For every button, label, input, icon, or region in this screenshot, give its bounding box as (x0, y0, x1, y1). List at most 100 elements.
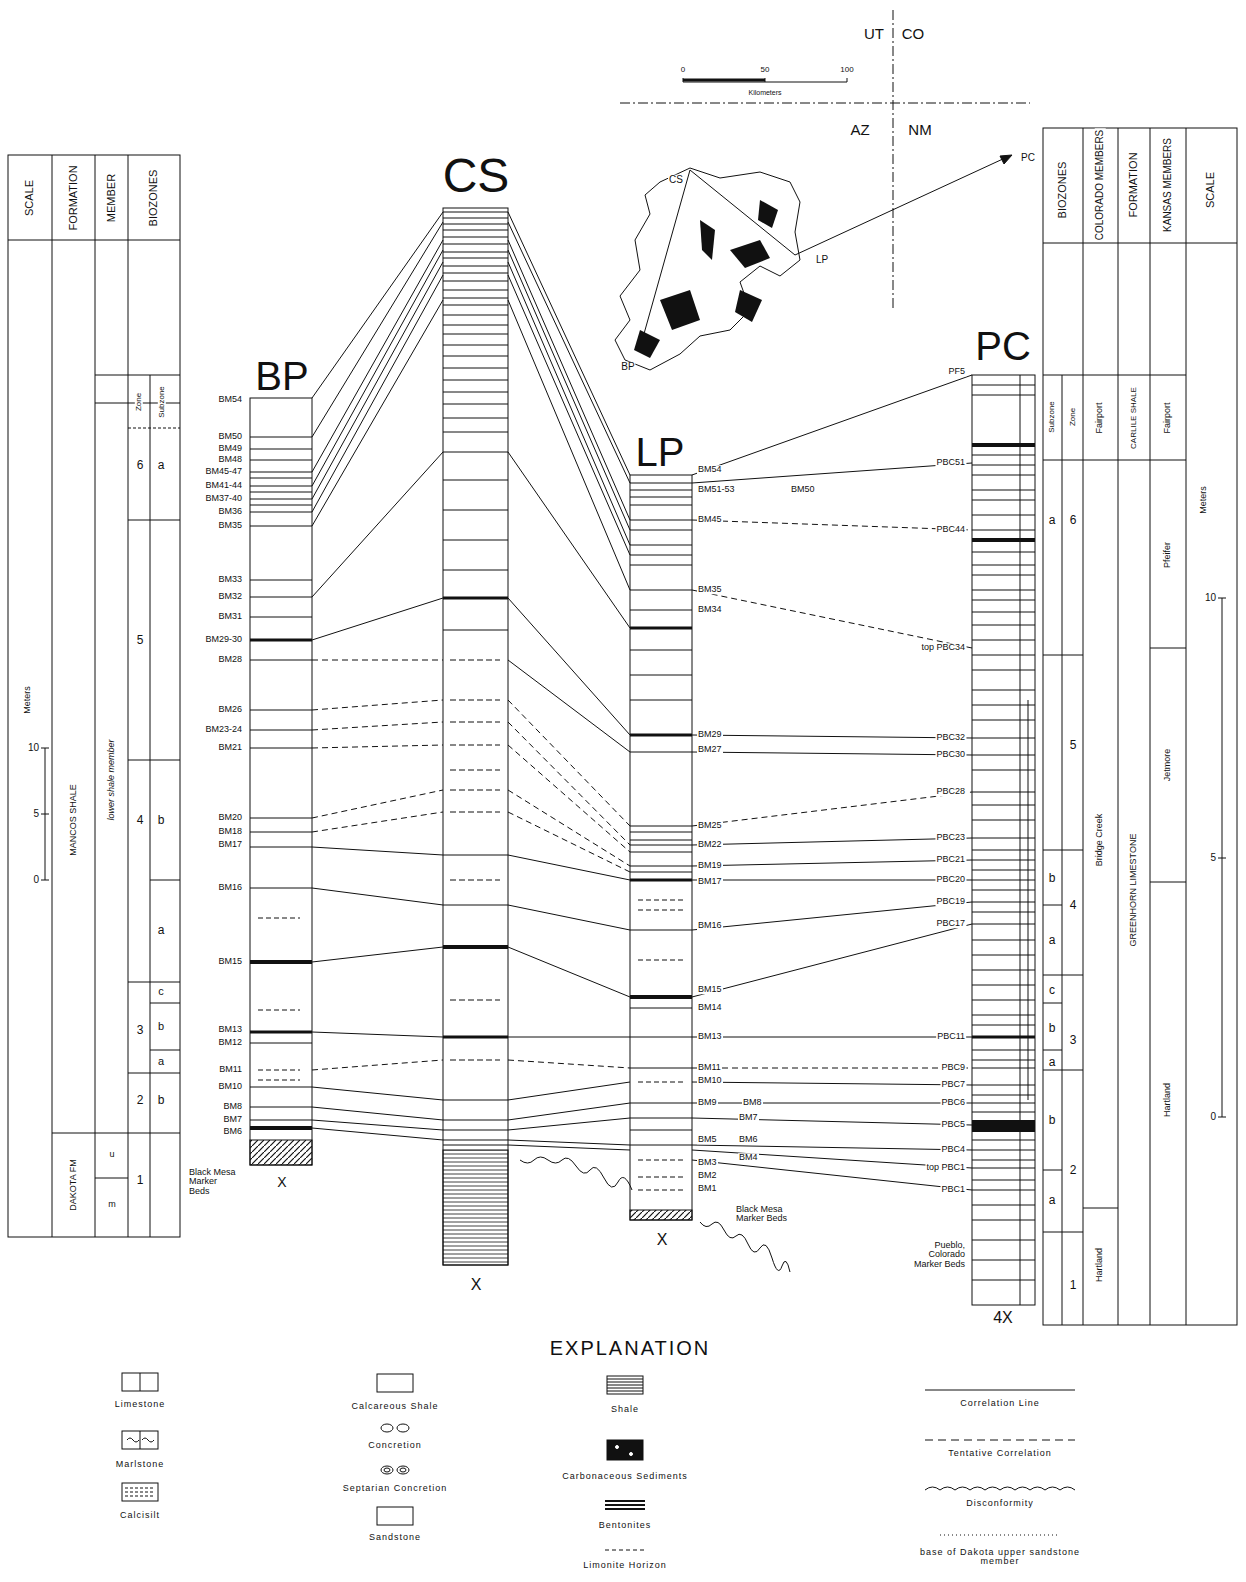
text-label: 0 (32, 875, 40, 886)
text-label: a (1048, 934, 1057, 947)
text-label: AZ (849, 122, 870, 138)
text-label: BM14 (697, 1003, 723, 1012)
text-label: BM18 (217, 827, 243, 836)
legend-text: Septarian Concretion (342, 1484, 449, 1493)
text-label: BM8 (222, 1102, 243, 1111)
text-label: LP (815, 255, 829, 266)
text-label: BM19 (697, 861, 723, 870)
text-label: BM49 (217, 444, 243, 453)
text-label: BM33 (217, 575, 243, 584)
legend-text: Limonite Horizon (582, 1561, 668, 1570)
text-label: BM29-30 (204, 635, 243, 644)
text-label: BM50 (217, 432, 243, 441)
text-label: PBC51 (935, 458, 966, 467)
text-label: PBC17 (935, 919, 966, 928)
legend-text: Limestone (114, 1400, 167, 1409)
text-label: BM7 (738, 1113, 759, 1122)
text-label: CS (442, 151, 511, 201)
text-label: PBC5 (940, 1120, 966, 1129)
text-label: a (1048, 1056, 1057, 1069)
text-label: BM10 (697, 1076, 723, 1085)
text-label: b (157, 1094, 166, 1107)
legend-text: Marlstone (115, 1460, 166, 1469)
text-label: top PBC34 (920, 643, 966, 652)
text-label: a (157, 924, 166, 937)
text-label: 5 (1069, 739, 1078, 752)
text-label: BM36 (217, 507, 243, 516)
text-label: 6 (136, 459, 145, 472)
text-label: BM1 (697, 1184, 718, 1193)
text-label: BM6 (738, 1135, 759, 1144)
text-label: PC (974, 325, 1032, 367)
text-label: BIOZONES (1057, 161, 1069, 220)
text-label: CO (901, 26, 926, 42)
legend-text: Correlation Line (959, 1399, 1041, 1408)
text-label: Meters (23, 685, 32, 715)
text-label: 10 (27, 743, 40, 754)
text-label: BM35 (217, 521, 243, 530)
text-label: 5 (136, 634, 145, 647)
legend-text: Calcareous Shale (350, 1402, 439, 1411)
text-label: BM20 (217, 813, 243, 822)
text-label: PBC20 (935, 875, 966, 884)
text-label: PBC44 (935, 525, 966, 534)
text-label: PBC11 (936, 1032, 966, 1041)
text-label: 5 (1209, 853, 1217, 864)
text-label: X (276, 1175, 287, 1190)
text-label: BIOZONES (148, 169, 160, 228)
text-label: BM54 (217, 395, 243, 404)
legend-text: Sandstone (368, 1533, 422, 1542)
text-label: Jetmore (1163, 748, 1172, 783)
text-label: BM23-24 (204, 725, 243, 734)
legend-text: Carbonaceous Sediments (561, 1472, 689, 1481)
text-label: BM17 (217, 840, 243, 849)
text-label: BM51-53 (697, 485, 736, 494)
text-label: Subzone (1048, 400, 1056, 434)
text-label: PBC19 (935, 897, 966, 906)
text-label: 2 (1069, 1164, 1078, 1177)
text-label: BM41-44 (204, 481, 243, 490)
text-label: 3 (136, 1024, 145, 1037)
text-label: 4 (1069, 899, 1078, 912)
text-label: b (1048, 1022, 1057, 1035)
legend-text: Tentative Correlation (947, 1449, 1053, 1458)
text-label: BM17 (697, 877, 723, 886)
text-label: X (656, 1232, 669, 1249)
text-label: BM16 (697, 921, 723, 930)
text-label: FORMATION (68, 164, 80, 231)
text-label: SCALE (24, 179, 36, 217)
text-label: 4X (992, 1310, 1014, 1327)
text-label: 100 (839, 66, 854, 74)
text-label: KANSAS MEMBERS (1163, 137, 1174, 233)
text-label: b (157, 814, 166, 827)
text-label: BM2 (697, 1171, 718, 1180)
text-label: BM10 (217, 1082, 243, 1091)
text-label: lower shale member (107, 738, 116, 821)
text-label: Hartland (1095, 1247, 1104, 1283)
text-label: BM31 (217, 612, 243, 621)
text-label: BM4 (738, 1153, 759, 1162)
text-label: Pfeifer (1163, 541, 1172, 569)
text-label: a (157, 459, 166, 472)
text-label: BM32 (217, 592, 243, 601)
text-label: BM29 (697, 730, 723, 739)
text-label: BM54 (697, 465, 723, 474)
text-label: BM3 (697, 1158, 718, 1167)
text-label: Black Mesa Marker Beds (188, 1168, 240, 1196)
text-label: 10 (1204, 593, 1217, 604)
text-label: b (157, 1021, 165, 1033)
text-label: BM35 (697, 585, 723, 594)
text-label: BM6 (222, 1127, 243, 1136)
text-label: 50 (760, 66, 771, 74)
text-label: BM45-47 (204, 467, 243, 476)
text-label: BM13 (217, 1025, 243, 1034)
text-label: Black Mesa Marker Beds (735, 1205, 793, 1224)
text-label: b (1048, 872, 1057, 885)
text-label: X (470, 1277, 483, 1294)
text-label: Bridge Creek (1095, 813, 1104, 868)
text-label: PBC6 (940, 1098, 966, 1107)
text-label: a (1048, 1194, 1057, 1207)
text-label: BM22 (697, 840, 723, 849)
text-label: m (107, 1200, 117, 1209)
